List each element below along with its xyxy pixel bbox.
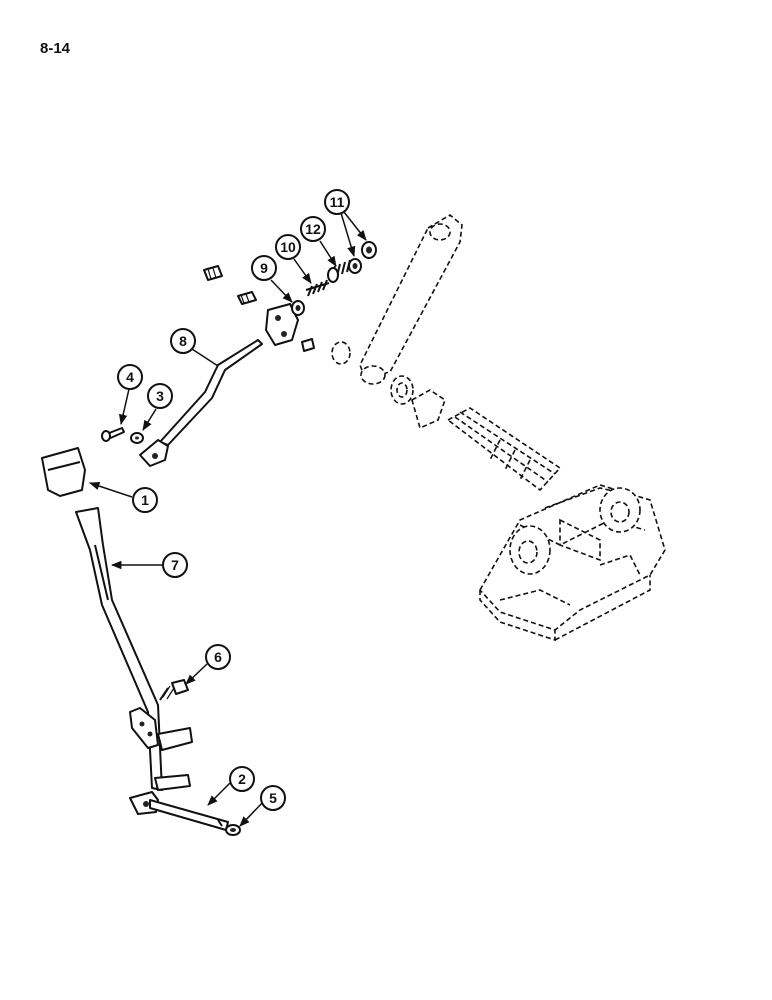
- callout-7: 7: [162, 552, 188, 578]
- bolt: [159, 679, 189, 701]
- shaft-assembly: [390, 375, 562, 492]
- callout-1: 1: [132, 487, 158, 513]
- bellcrank-plate: [203, 265, 315, 352]
- washer: [130, 432, 144, 444]
- callout-6: 6: [205, 644, 231, 670]
- callout-5: 5: [260, 785, 286, 811]
- lever-knob: [41, 447, 86, 497]
- callout-3: 3: [147, 383, 173, 409]
- callout-5-label: 5: [269, 790, 277, 806]
- spring: [305, 279, 330, 297]
- page-number: 8-14: [40, 40, 71, 57]
- linkage-rod: [139, 339, 263, 467]
- cotter-pin: [101, 427, 125, 442]
- callout-9: 9: [251, 255, 277, 281]
- spring-small: [327, 259, 351, 283]
- callout-8-label: 8: [179, 333, 187, 349]
- cross-shaft: [149, 799, 229, 831]
- callout-9-label: 9: [260, 260, 268, 276]
- transmission-housing: [479, 484, 666, 642]
- callout-2-label: 2: [238, 771, 246, 787]
- callout-6-label: 6: [214, 649, 222, 665]
- callout-12: 12: [300, 216, 326, 242]
- callout-2: 2: [229, 766, 255, 792]
- callout-12-label: 12: [305, 221, 321, 237]
- callout-11-label: 11: [330, 194, 345, 210]
- callout-10-label: 10: [280, 239, 296, 255]
- callout-4-label: 4: [126, 369, 134, 385]
- callout-4: 4: [117, 364, 143, 390]
- bushing: [291, 300, 305, 316]
- callout-7-label: 7: [171, 557, 179, 573]
- leader-lines: [89, 211, 367, 827]
- callout-3-label: 3: [156, 388, 164, 404]
- nut: [225, 824, 241, 836]
- lock-nuts: [348, 241, 377, 274]
- upper-lever-arm: [331, 214, 463, 385]
- callout-11: 11: [324, 189, 350, 215]
- callout-1-label: 1: [141, 492, 149, 508]
- callout-8: 8: [170, 328, 196, 354]
- callout-10: 10: [275, 234, 301, 260]
